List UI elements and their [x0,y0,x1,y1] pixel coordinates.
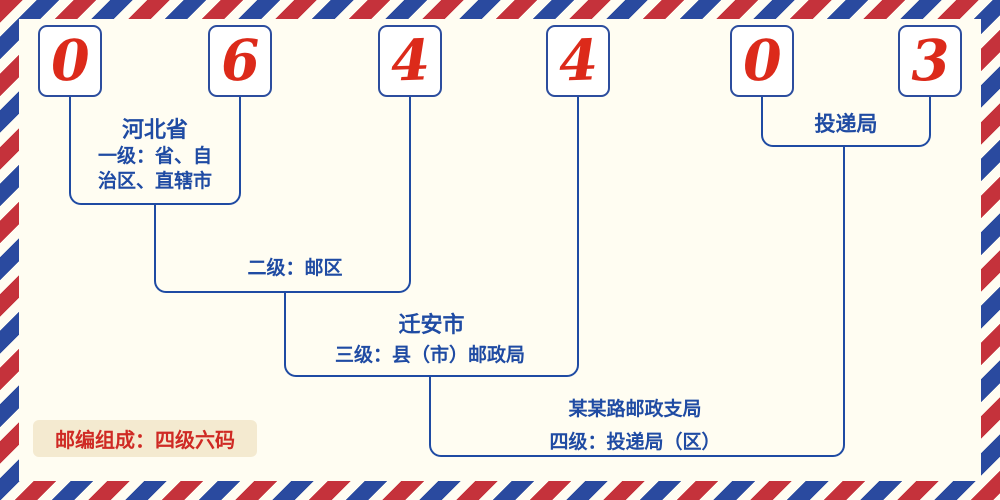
level4-connector-left [429,377,637,457]
level3-connector-left [284,293,432,377]
postal-digit-6: 3 [909,27,951,95]
level4-branch-label: 某某路邮政支局 [568,398,702,420]
level2-connector-right [283,97,411,293]
level4-connector-right [637,147,845,457]
delivery-office-label: 投递局 [814,112,878,136]
level3-connector-right [432,97,579,377]
canvas-background [19,19,981,481]
postal-digit-box-6: 3 [898,25,962,97]
level2-connector-left [154,205,283,293]
delivery-office-bracket-line [761,97,931,147]
level4-description-label: 四级：投递局（区） [549,431,721,453]
postal-digit-2: 6 [219,27,261,95]
postal-digit-4: 4 [557,27,599,95]
postal-digit-5: 0 [741,27,783,95]
footer-note-text: 邮编组成：四级六码 [55,428,235,452]
postal-digit-box-2: 6 [208,25,272,97]
level3-city-label: 迁安市 [398,313,465,338]
postal-digit-3: 4 [389,27,431,95]
level1-description-label: 一级：省、自 治区、直辖市 [55,144,255,194]
level1-description-line1: 一级：省、自 [97,145,212,167]
level1-region-label: 河北省 [121,118,188,143]
level1-bracket-line [69,97,241,205]
postal-digit-1: 0 [49,27,91,95]
level1-description-line2: 治区、直辖市 [97,170,212,192]
postal-digit-box-1: 0 [38,25,102,97]
level3-description-label: 三级：县（市）邮政局 [334,344,525,366]
postal-digit-box-5: 0 [730,25,794,97]
postal-digit-box-3: 4 [378,25,442,97]
postal-digit-box-4: 4 [546,25,610,97]
level2-description-label: 二级：邮区 [247,257,343,279]
footer-note-badge: 邮编组成：四级六码 [33,420,257,457]
